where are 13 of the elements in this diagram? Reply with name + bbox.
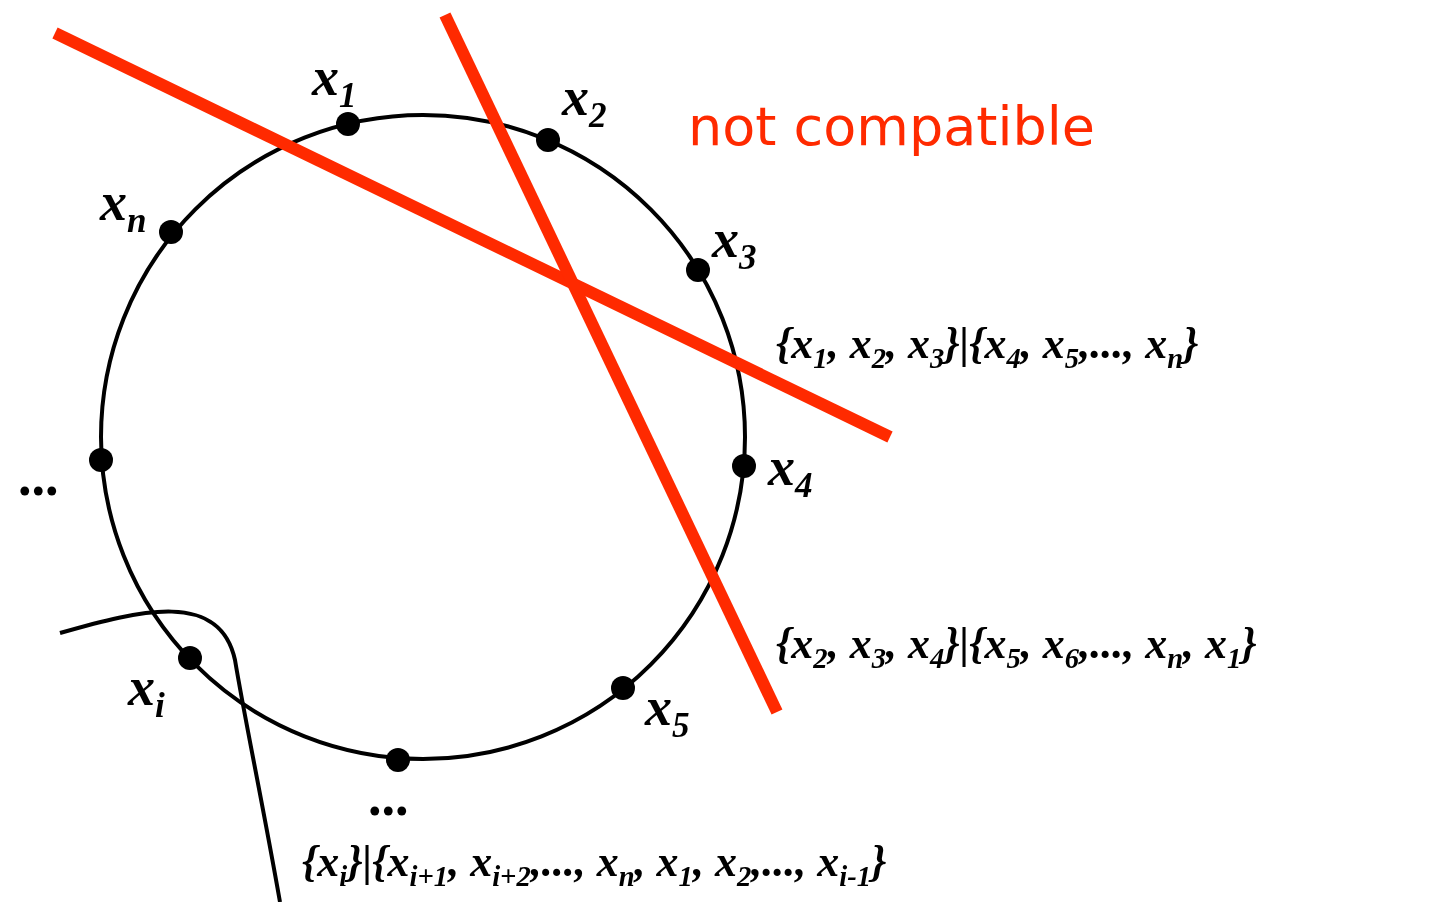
point-label: x$_{3}$: [712, 212, 757, 276]
split-formula: {x$_{1}$, x$_{2}$, x$_{3}$}|{x$_{4}$, x$_{5}$,..., x$_{n}$}: [776, 322, 1199, 374]
ellipsis-label: ...: [20, 450, 61, 504]
note-text: not compatible: [688, 100, 1095, 154]
point-label: x$_{i}$: [128, 660, 165, 724]
ellipsis-label: ...: [370, 770, 411, 824]
point-label: x$_{4}$: [768, 440, 813, 504]
point-label: x$_{1}$: [312, 50, 357, 114]
split-formula: {x$_{2}$, x$_{3}$, x$_{4}$}|{x$_{5}$, x$_{6}$,..., x$_{n}$, x$_{1}$}: [776, 622, 1257, 674]
split-formula: {x$_{i}$}|{x$_{i+1}$, x$_{i+2}$,..., x$_{n}$, x$_{1}$, x$_{2}$,..., x$_{i-1}$}: [302, 840, 887, 892]
point-label: x$_{n}$: [100, 175, 147, 239]
point-label: x$_{2}$: [562, 70, 607, 134]
point-label: x$_{5}$: [645, 680, 690, 744]
